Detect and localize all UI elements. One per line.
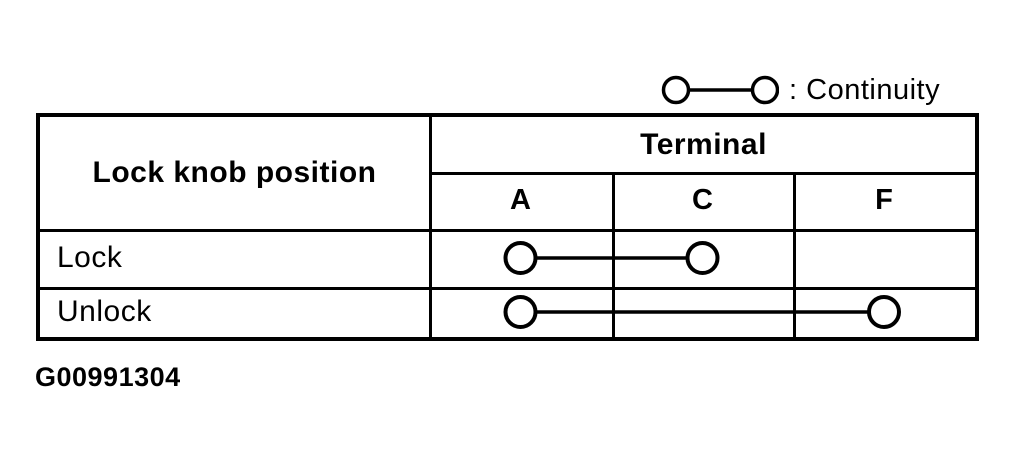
terminal-col-a-header: A [510,184,531,216]
divider-col-c-f [793,172,796,337]
divider-terminal-subheader [429,172,975,175]
divider-header-body [40,229,975,232]
row-label-lock: Lock [57,241,123,274]
continuity-table: Lock knob position Terminal A C F Lock U… [36,113,979,341]
terminal-col-c-header: C [692,184,713,216]
corner-header-cell: Lock knob position [92,156,377,189]
divider-position-terminal [429,117,432,337]
row-label-unlock: Unlock [57,295,152,328]
continuity-legend: : Continuity [661,71,940,109]
unlock-row-continuity-symbol [503,295,901,329]
terminal-col-f-header: F [875,184,893,216]
terminal-header-cell: Terminal [640,127,767,161]
figure-id: G00991304 [35,362,181,392]
divider-col-a-c [612,172,615,337]
divider-lock-unlock [40,287,975,290]
legend-label: : Continuity [789,74,940,107]
lock-row-continuity-symbol [503,241,720,275]
legend-text: Continuity [806,73,941,106]
legend-separator: : [789,73,798,106]
continuity-symbol-icon [661,75,779,105]
